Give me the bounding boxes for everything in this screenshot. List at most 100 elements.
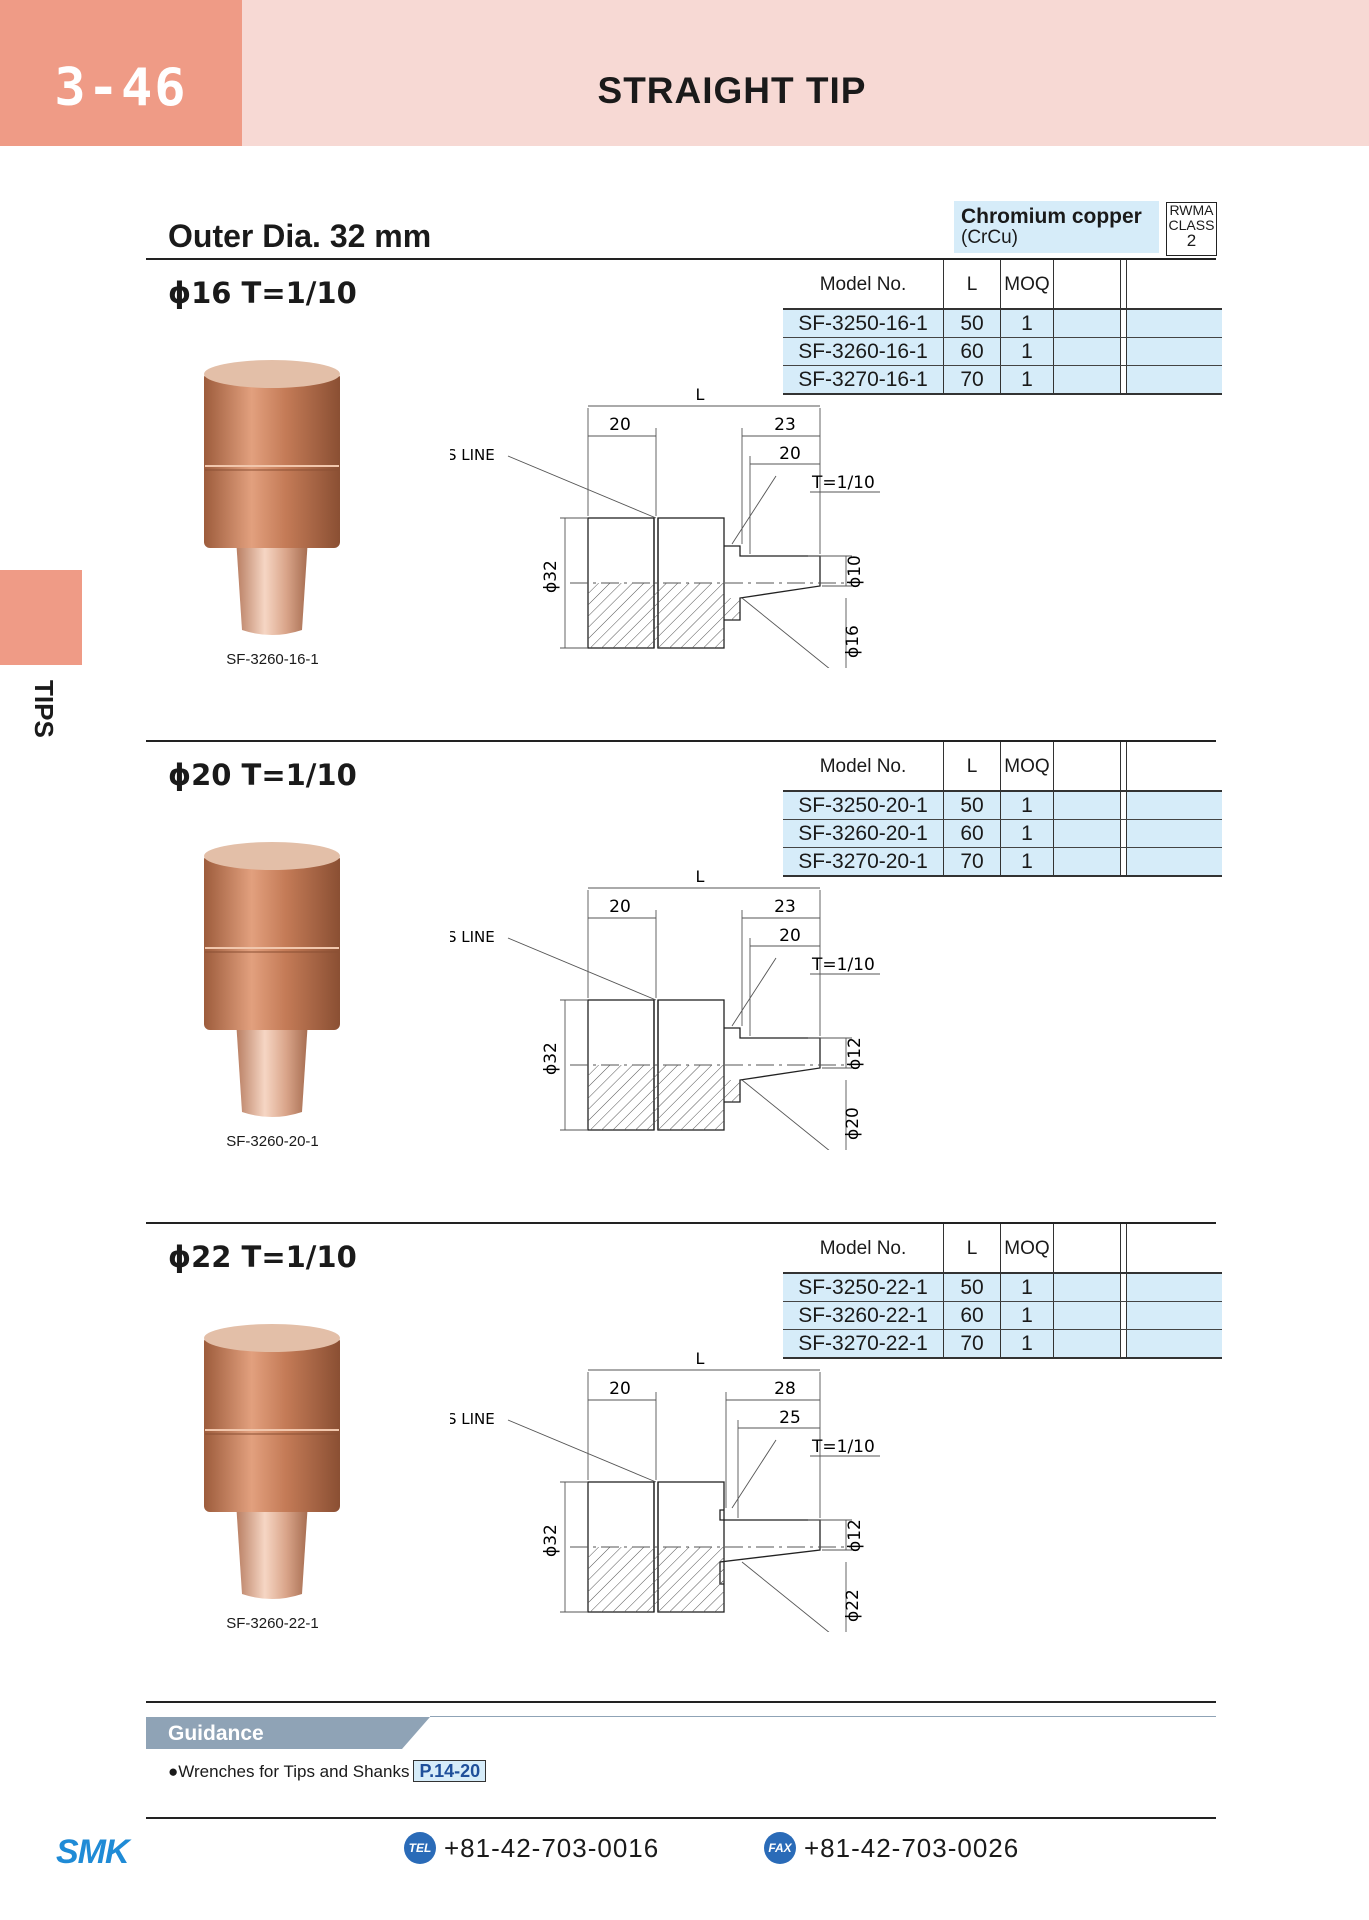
dim-c: 25 xyxy=(779,1408,801,1428)
guidance-rule xyxy=(146,1701,1216,1703)
dim-b: 23 xyxy=(774,897,796,917)
header-l: L xyxy=(943,742,1001,791)
cell-moq: 1 xyxy=(1000,1301,1054,1330)
variant-rule xyxy=(146,740,1216,742)
guidance-line xyxy=(430,1716,1216,1717)
cell-l: 70 xyxy=(943,847,1001,877)
guidance-page-link[interactable]: P.14-20 xyxy=(413,1760,487,1782)
cell-model: SF-3270-22-1 xyxy=(783,1329,944,1359)
dim-L: L xyxy=(696,867,705,886)
side-tab[interactable] xyxy=(0,570,82,665)
cell-l: 60 xyxy=(943,1301,1001,1330)
product-caption: SF-3260-16-1 xyxy=(226,651,319,668)
tel-number[interactable]: +81-42-703-0016 xyxy=(444,1833,660,1863)
dim-dress-line: DRESS LINE xyxy=(450,446,495,464)
rwma-class-box: RWMA CLASS 2 xyxy=(1166,202,1217,256)
dim-tip-dia: ϕ12 xyxy=(845,1519,865,1552)
cell-moq: 1 xyxy=(1000,819,1054,848)
cell-moq: 1 xyxy=(1000,1272,1054,1302)
cell-model: SF-3250-20-1 xyxy=(783,790,944,820)
dim-tip-dia: ϕ10 xyxy=(845,555,865,588)
cell-moq: 1 xyxy=(1000,308,1054,338)
dim-body-dia: ϕ32 xyxy=(541,560,561,593)
dim-L: L xyxy=(696,1349,705,1368)
guidance-tab xyxy=(146,1717,430,1749)
cell-model: SF-3250-22-1 xyxy=(783,1272,944,1302)
material-box xyxy=(954,201,1159,253)
dim-c: 20 xyxy=(779,444,801,464)
fax-icon: FAX xyxy=(764,1832,796,1864)
variant-title: ϕ16 T=1/10 xyxy=(168,276,357,310)
company-logo: SMK xyxy=(56,1833,130,1871)
fax-number[interactable]: +81-42-703-0026 xyxy=(804,1833,1020,1863)
section-rule xyxy=(146,258,1216,260)
cell-moq: 1 xyxy=(1000,790,1054,820)
header-l: L xyxy=(943,260,1001,309)
guidance-label: Guidance xyxy=(168,1722,264,1745)
cell-model: SF-3260-22-1 xyxy=(783,1301,944,1330)
cell-model: SF-3250-16-1 xyxy=(783,308,944,338)
guidance-item-text: ●Wrenches for Tips and Shanks xyxy=(168,1762,410,1781)
side-tab-label: TIPS xyxy=(29,680,59,738)
cell-l: 50 xyxy=(943,308,1001,338)
cell-l: 50 xyxy=(943,1272,1001,1302)
dim-dress-line: DRESS LINE xyxy=(450,928,495,946)
page-number: 3-46 xyxy=(54,58,188,118)
product-image xyxy=(202,358,342,643)
page-number-box xyxy=(0,0,242,146)
dim-b: 23 xyxy=(774,415,796,435)
header-moq: MOQ xyxy=(1000,742,1054,791)
dim-c: 20 xyxy=(779,926,801,946)
header-l: L xyxy=(943,1224,1001,1273)
cell-model: SF-3260-20-1 xyxy=(783,819,944,848)
header-model: Model No. xyxy=(819,755,907,777)
cell-l: 70 xyxy=(943,365,1001,395)
footer-rule xyxy=(146,1817,1216,1819)
cell-model: SF-3270-16-1 xyxy=(783,365,944,395)
page-title: STRAIGHT TIP xyxy=(597,70,867,111)
tip-photo xyxy=(204,1324,340,1599)
material-name: Chromium copper xyxy=(961,205,1142,228)
cell-moq: 1 xyxy=(1000,847,1054,877)
dim-body-dia: ϕ32 xyxy=(541,1524,561,1557)
section-title: Outer Dia. 32 mm xyxy=(168,218,432,254)
dim-tip-dia: ϕ12 xyxy=(845,1037,865,1070)
product-caption: SF-3260-20-1 xyxy=(226,1133,319,1150)
dim-shank-dia: ϕ22 xyxy=(843,1589,863,1622)
dim-b: 28 xyxy=(774,1379,796,1399)
tip-photo xyxy=(204,842,340,1117)
header-model: Model No. xyxy=(819,1237,907,1259)
dim-shank-dia: ϕ20 xyxy=(843,1107,863,1140)
dim-taper: T=1/10 xyxy=(811,473,875,493)
rwma-line2: CLASS xyxy=(1168,217,1215,233)
cell-l: 60 xyxy=(943,337,1001,366)
product-caption: SF-3260-22-1 xyxy=(226,1615,319,1632)
cell-l: 60 xyxy=(943,819,1001,848)
dim-shank-dia: ϕ16 xyxy=(843,625,863,658)
cell-l: 70 xyxy=(943,1329,1001,1359)
tel-icon: TEL xyxy=(404,1832,436,1864)
cell-model: SF-3260-16-1 xyxy=(783,337,944,366)
header-moq: MOQ xyxy=(1000,260,1054,309)
